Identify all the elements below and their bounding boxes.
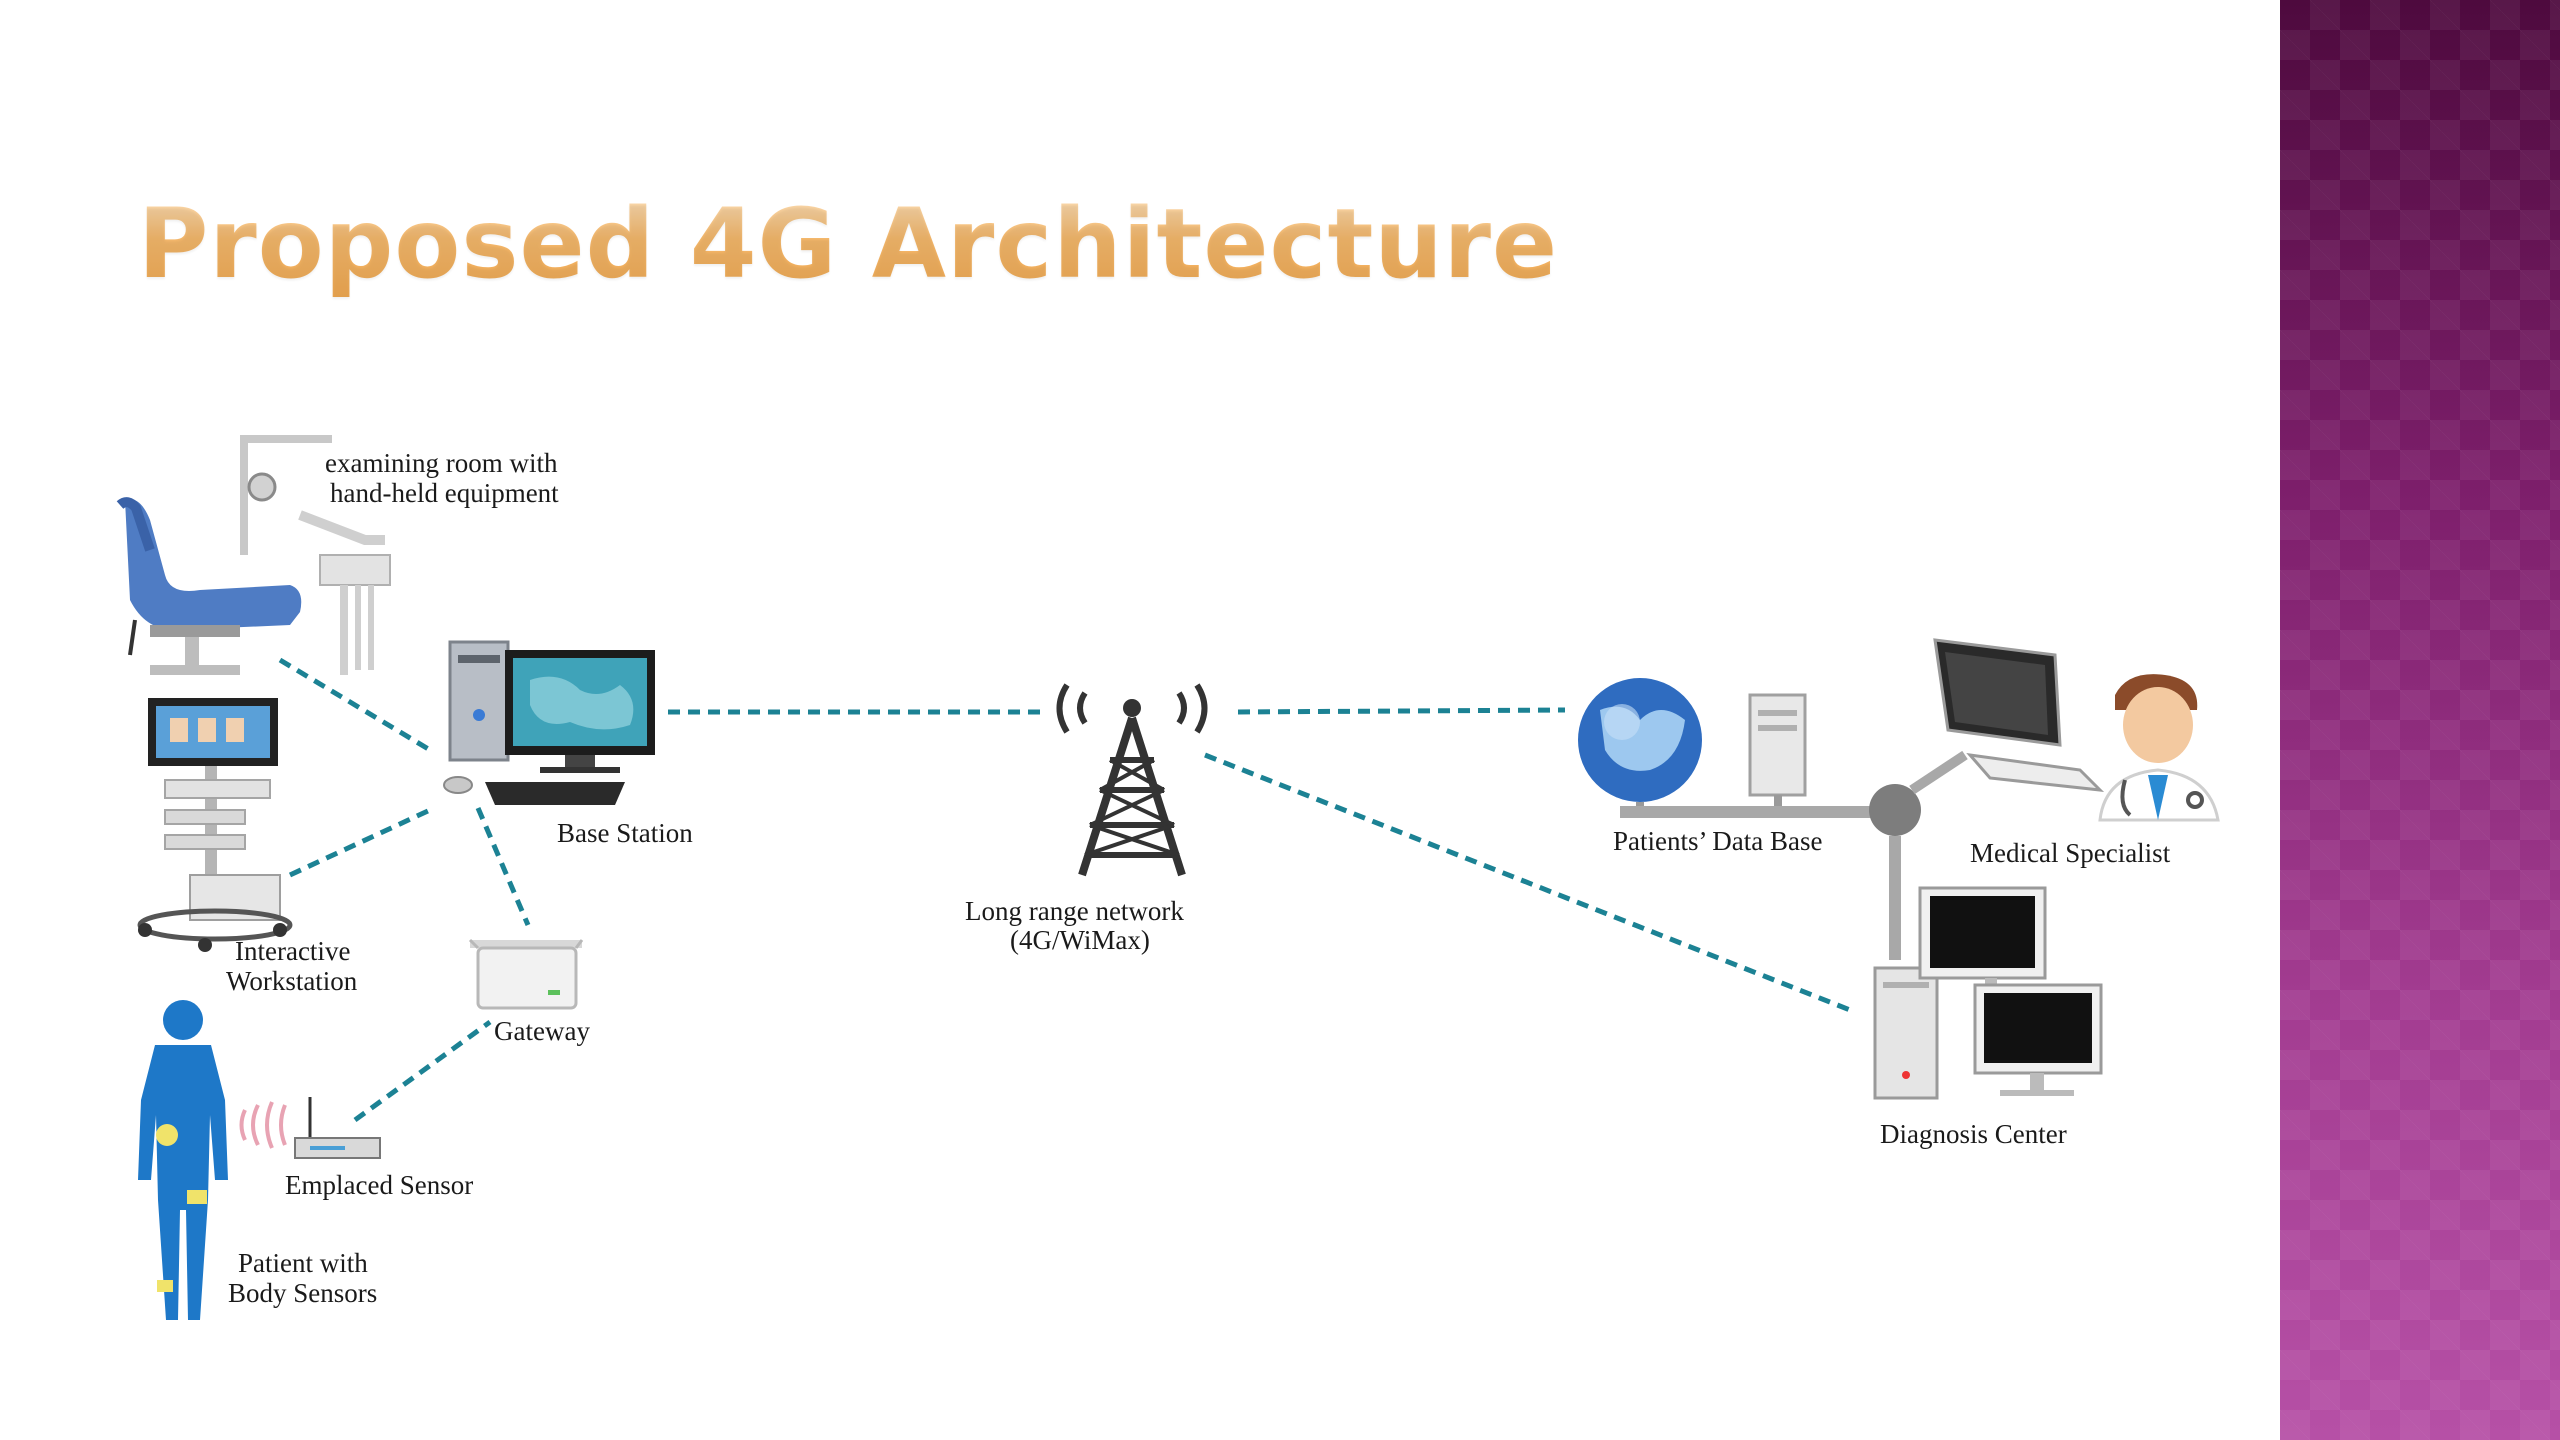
architecture-diagram: examining room with hand-held equipment … — [116, 435, 2220, 1320]
label-patient-line1: Patient with — [238, 1248, 368, 1278]
link-exam-to-base — [278, 657, 432, 753]
dental-chair-icon — [116, 435, 391, 675]
slide: Proposed 4G Architecture — [116, 188, 2220, 1320]
label-patients-database: Patients’ Data Base — [1613, 826, 1822, 856]
label-examining-room-line1: examining room with — [325, 448, 558, 478]
label-gateway: Gateway — [494, 1016, 590, 1046]
label-network-line2: (4G/WiMax) — [1010, 925, 1150, 955]
link-tower-to-database — [1237, 707, 1566, 715]
label-medical-specialist: Medical Specialist — [1970, 838, 2171, 868]
decorative-sidebar — [2280, 0, 2560, 1440]
label-examining-room-line2: hand-held equipment — [330, 478, 559, 508]
computer-icon — [443, 640, 655, 805]
diagnosis-center-icon — [1873, 886, 2103, 1100]
cell-tower-icon — [1056, 683, 1208, 877]
link-workstation-to-base — [288, 807, 432, 878]
label-base-station: Base Station — [557, 818, 693, 848]
link-tower-to-diagnosis — [1204, 752, 1851, 1013]
gateway-icon — [468, 938, 584, 1010]
label-interactive-line2: Workstation — [226, 966, 358, 996]
network-links — [278, 657, 1851, 1123]
link-gateway-to-base — [475, 807, 531, 926]
workstation-cart-icon — [137, 698, 293, 952]
specialist-computer-icon — [1933, 638, 2105, 792]
label-network-line1: Long range network — [965, 896, 1184, 926]
label-patient-line2: Body Sensors — [228, 1278, 377, 1308]
slide-title: Proposed 4G Architecture — [138, 188, 1559, 300]
label-diagnosis-center: Diagnosis Center — [1880, 1119, 2067, 1149]
label-interactive-line1: Interactive — [235, 936, 350, 966]
label-emplaced-sensor: Emplaced Sensor — [285, 1170, 473, 1200]
database-icon — [1578, 678, 1968, 960]
diagram-labels: examining room with hand-held equipment … — [226, 448, 2171, 1308]
link-sensor-to-gateway — [353, 1019, 492, 1123]
sensor-icon — [294, 1097, 381, 1159]
patient-body-icon — [138, 1000, 287, 1320]
doctor-avatar-icon — [2098, 674, 2220, 822]
